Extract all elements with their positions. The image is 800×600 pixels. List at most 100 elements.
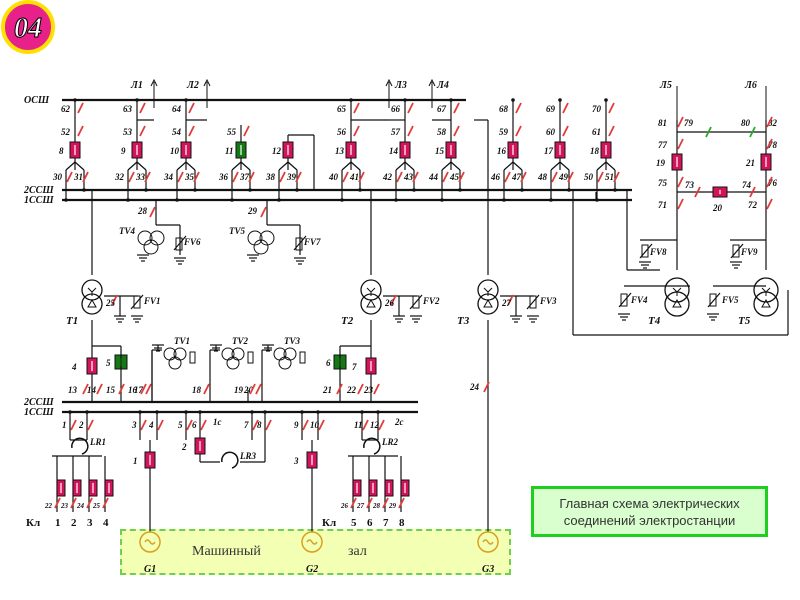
disconnector-79[interactable] (705, 126, 712, 138)
bus-disconnector-45[interactable] (458, 171, 465, 183)
neutral-disconnector-25[interactable] (111, 294, 118, 306)
cable-disconnector[interactable] (398, 497, 405, 509)
upper-breaker-8[interactable] (69, 141, 81, 159)
bus-disconnector-47[interactable] (520, 171, 527, 183)
disconnector-72[interactable] (766, 198, 773, 210)
upper-breaker-9[interactable] (131, 141, 143, 159)
bus-disconnector-32[interactable] (128, 171, 135, 183)
breaker-g1[interactable] (144, 451, 156, 469)
disconnector-74[interactable] (749, 186, 756, 198)
bus-disconnector-40[interactable] (342, 171, 349, 183)
breaker-g3[interactable] (306, 451, 318, 469)
cable-breaker[interactable] (88, 479, 98, 497)
bus-disconnector-48[interactable] (551, 171, 558, 183)
bus-disconnector-37[interactable] (248, 171, 255, 183)
bus-disconnector-34[interactable] (177, 171, 184, 183)
disconnector-20[interactable] (255, 383, 262, 395)
line-disconnector-68[interactable] (515, 102, 522, 114)
bus-disconnector-36[interactable] (232, 171, 239, 183)
disconnector-82[interactable] (766, 116, 773, 128)
bus-disconnector-51[interactable] (613, 171, 620, 183)
bus-disconnector-30[interactable] (66, 171, 73, 183)
section-disconnector-2[interactable] (87, 419, 94, 431)
mid-disconnector-56[interactable] (353, 125, 360, 137)
bus-disconnector-44[interactable] (442, 171, 449, 183)
mid-disconnector-60[interactable] (562, 125, 569, 137)
upper-breaker-18[interactable] (600, 141, 612, 159)
breaker-2[interactable] (194, 437, 206, 455)
disconnector-75[interactable] (677, 176, 684, 188)
line-disconnector-62[interactable] (77, 102, 84, 114)
neutral-disconnector-27[interactable] (507, 294, 514, 306)
breaker-4[interactable] (86, 357, 98, 375)
disconnector-81[interactable] (677, 116, 684, 128)
section-disconnector-4[interactable] (157, 419, 164, 431)
line-disconnector-64[interactable] (188, 102, 195, 114)
breaker-7[interactable] (365, 357, 377, 375)
breaker-21[interactable] (760, 153, 772, 171)
section-disconnector-6[interactable] (200, 419, 207, 431)
line-disconnector-69[interactable] (562, 102, 569, 114)
breaker-20[interactable] (712, 186, 728, 198)
bus-disconnector-49[interactable] (567, 171, 574, 183)
section-disconnector-1[interactable] (70, 419, 77, 431)
disconnector-17[interactable] (145, 383, 152, 395)
mid-disconnector-58[interactable] (453, 125, 460, 137)
disconnector-18[interactable] (203, 383, 210, 395)
disconnector-71[interactable] (677, 198, 684, 210)
cable-disconnector[interactable] (54, 497, 61, 509)
disconnector-23[interactable] (373, 383, 380, 395)
upper-breaker-11[interactable] (235, 141, 247, 159)
disconnector-78[interactable] (766, 138, 773, 150)
disconnector-22[interactable] (357, 383, 364, 395)
vt-disconnector-28[interactable] (149, 206, 156, 218)
cable-breaker[interactable] (400, 479, 410, 497)
bus-disconnector-31[interactable] (82, 171, 89, 183)
cable-breaker[interactable] (384, 479, 394, 497)
mid-disconnector-59[interactable] (515, 125, 522, 137)
disconnector-76[interactable] (766, 176, 773, 188)
cable-disconnector[interactable] (86, 497, 93, 509)
bus-disconnector-39[interactable] (295, 171, 302, 183)
upper-breaker-12[interactable] (282, 141, 294, 159)
section-disconnector-10[interactable] (318, 419, 325, 431)
disconnector-73[interactable] (694, 186, 701, 198)
section-disconnector-12[interactable] (378, 419, 385, 431)
bus-disconnector-42[interactable] (396, 171, 403, 183)
disconnector-77[interactable] (677, 138, 684, 150)
bus-disconnector-33[interactable] (144, 171, 151, 183)
section-disconnector-9[interactable] (302, 419, 309, 431)
bus-disconnector-46[interactable] (504, 171, 511, 183)
breaker-19[interactable] (671, 153, 683, 171)
disconnector-16[interactable] (140, 383, 147, 395)
bus-disconnector-35[interactable] (193, 171, 200, 183)
upper-breaker-13[interactable] (345, 141, 357, 159)
line-disconnector-70[interactable] (608, 102, 615, 114)
section-disconnector-3[interactable] (140, 419, 147, 431)
disconnector-80[interactable] (749, 126, 756, 138)
disconnector-19[interactable] (249, 383, 256, 395)
mid-disconnector-54[interactable] (188, 125, 195, 137)
cable-breaker[interactable] (56, 479, 66, 497)
neutral-disconnector-26[interactable] (390, 294, 397, 306)
cable-disconnector[interactable] (102, 497, 109, 509)
vt-disconnector-29[interactable] (260, 206, 267, 218)
mid-disconnector-61[interactable] (608, 125, 615, 137)
section-disconnector-8[interactable] (265, 419, 272, 431)
cable-disconnector[interactable] (382, 497, 389, 509)
disconnector-15[interactable] (118, 383, 125, 395)
disconnector-21[interactable] (336, 383, 343, 395)
mid-disconnector-55[interactable] (243, 125, 250, 137)
upper-breaker-15[interactable] (445, 141, 457, 159)
mid-disconnector-53[interactable] (139, 125, 146, 137)
upper-breaker-17[interactable] (554, 141, 566, 159)
line-disconnector-63[interactable] (139, 102, 146, 114)
section-disconnector-5[interactable] (186, 419, 193, 431)
line-disconnector-67[interactable] (453, 102, 460, 114)
cable-breaker[interactable] (368, 479, 378, 497)
cable-disconnector[interactable] (70, 497, 77, 509)
bus-disconnector-38[interactable] (279, 171, 286, 183)
upper-breaker-14[interactable] (399, 141, 411, 159)
bus-disconnector-50[interactable] (597, 171, 604, 183)
mid-disconnector-57[interactable] (407, 125, 414, 137)
